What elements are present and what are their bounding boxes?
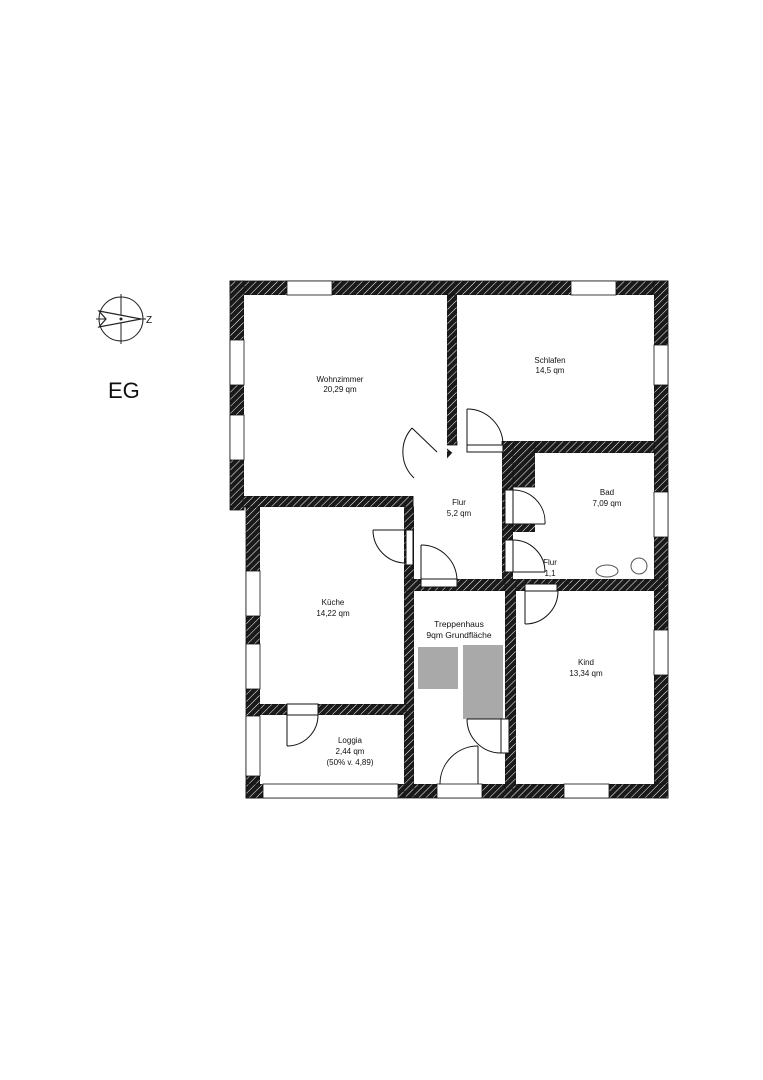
door-treppenhaus-icon (466, 718, 510, 754)
room-labels: Wohnzimmer 20,29 qm Schlafen 14,5 qm Flu… (316, 356, 621, 767)
room-area-schlafen: 14,5 qm (536, 366, 565, 375)
room-name-flur: Flur (452, 498, 466, 507)
room-area-treppenhaus: 9qm Grundfläche (426, 630, 491, 640)
room-name-loggia: Loggia (338, 736, 363, 745)
washbasin-icon (595, 564, 619, 578)
room-area-wohnzimmer: 20,29 qm (323, 385, 357, 394)
room-area-kueche: 14,22 qm (316, 609, 350, 618)
doors (286, 408, 559, 785)
door-kind-icon (524, 583, 559, 625)
windows (229, 280, 669, 799)
room-area-bad: 7,09 qm (593, 499, 622, 508)
room-name-kind: Kind (578, 658, 594, 667)
stairs (418, 645, 503, 719)
door-bad-icon (504, 489, 546, 525)
room-name-flur-small: Flur (543, 558, 557, 567)
compass: Z (96, 294, 152, 344)
room-name-wohnzimmer: Wohnzimmer (317, 375, 364, 384)
door-flur-icon (420, 544, 458, 588)
room-area-loggia: 2,44 qm (336, 747, 365, 756)
room-name-treppenhaus: Treppenhaus (434, 619, 484, 629)
door-flur-small-icon (504, 539, 546, 573)
room-area-kind: 13,34 qm (569, 669, 603, 678)
door-kueche-icon (372, 529, 414, 566)
bath-fixtures (595, 557, 648, 578)
room-areas (244, 295, 654, 784)
door-entrance-icon (439, 745, 479, 785)
room-note-loggia: (50% v. 4,89) (327, 758, 374, 767)
room-name-bad: Bad (600, 488, 614, 497)
door-schlafen-icon (466, 408, 504, 453)
floor-label: EG (108, 378, 140, 403)
door-loggia-icon (286, 703, 319, 747)
room-name-schlafen: Schlafen (534, 356, 565, 365)
room-area-flur-small: 1,1 (544, 569, 556, 578)
toilet-icon (630, 557, 648, 575)
compass-letter: Z (146, 315, 152, 326)
room-name-kueche: Küche (322, 598, 345, 607)
door-wohnzimmer-icon (402, 427, 438, 479)
room-area-flur: 5,2 qm (447, 509, 472, 518)
